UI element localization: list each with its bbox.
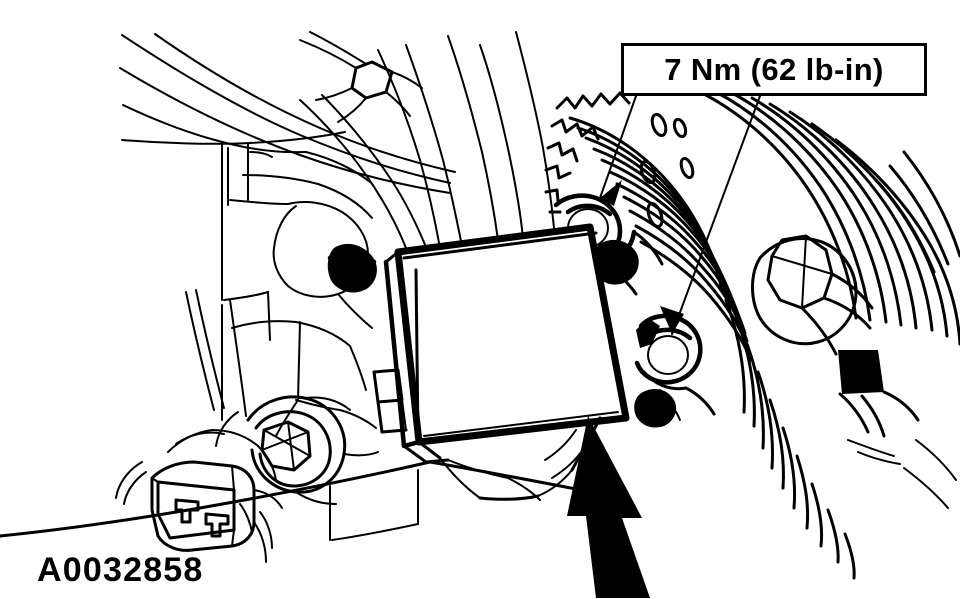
harness-lines [185,289,247,417]
figure-id-label: A0032858 [37,551,204,589]
engine-block-upper-left [119,33,456,421]
pulley-center-hub [751,234,920,465]
left-mounting-boss [231,201,377,347]
torque-callout-box: 7 Nm (62 lb-in) [621,43,927,96]
lower-retaining-bolt [634,313,716,428]
hose-fitting-assembly [299,31,423,123]
serrated-gear-teeth [544,91,631,214]
module-indicator-arrow [567,416,650,598]
belt-arcs-right-edge [874,150,960,509]
block-lower-edge [0,460,614,541]
engine-block-ribs [242,31,555,253]
control-module [372,223,630,464]
electrical-connector [115,429,283,563]
torque-value-text: 7 Nm (62 lb-in) [664,51,884,87]
hex-bolt-lower-left [215,395,379,505]
pulley-face-holes [639,112,695,228]
callout-leader-lines [599,95,761,335]
